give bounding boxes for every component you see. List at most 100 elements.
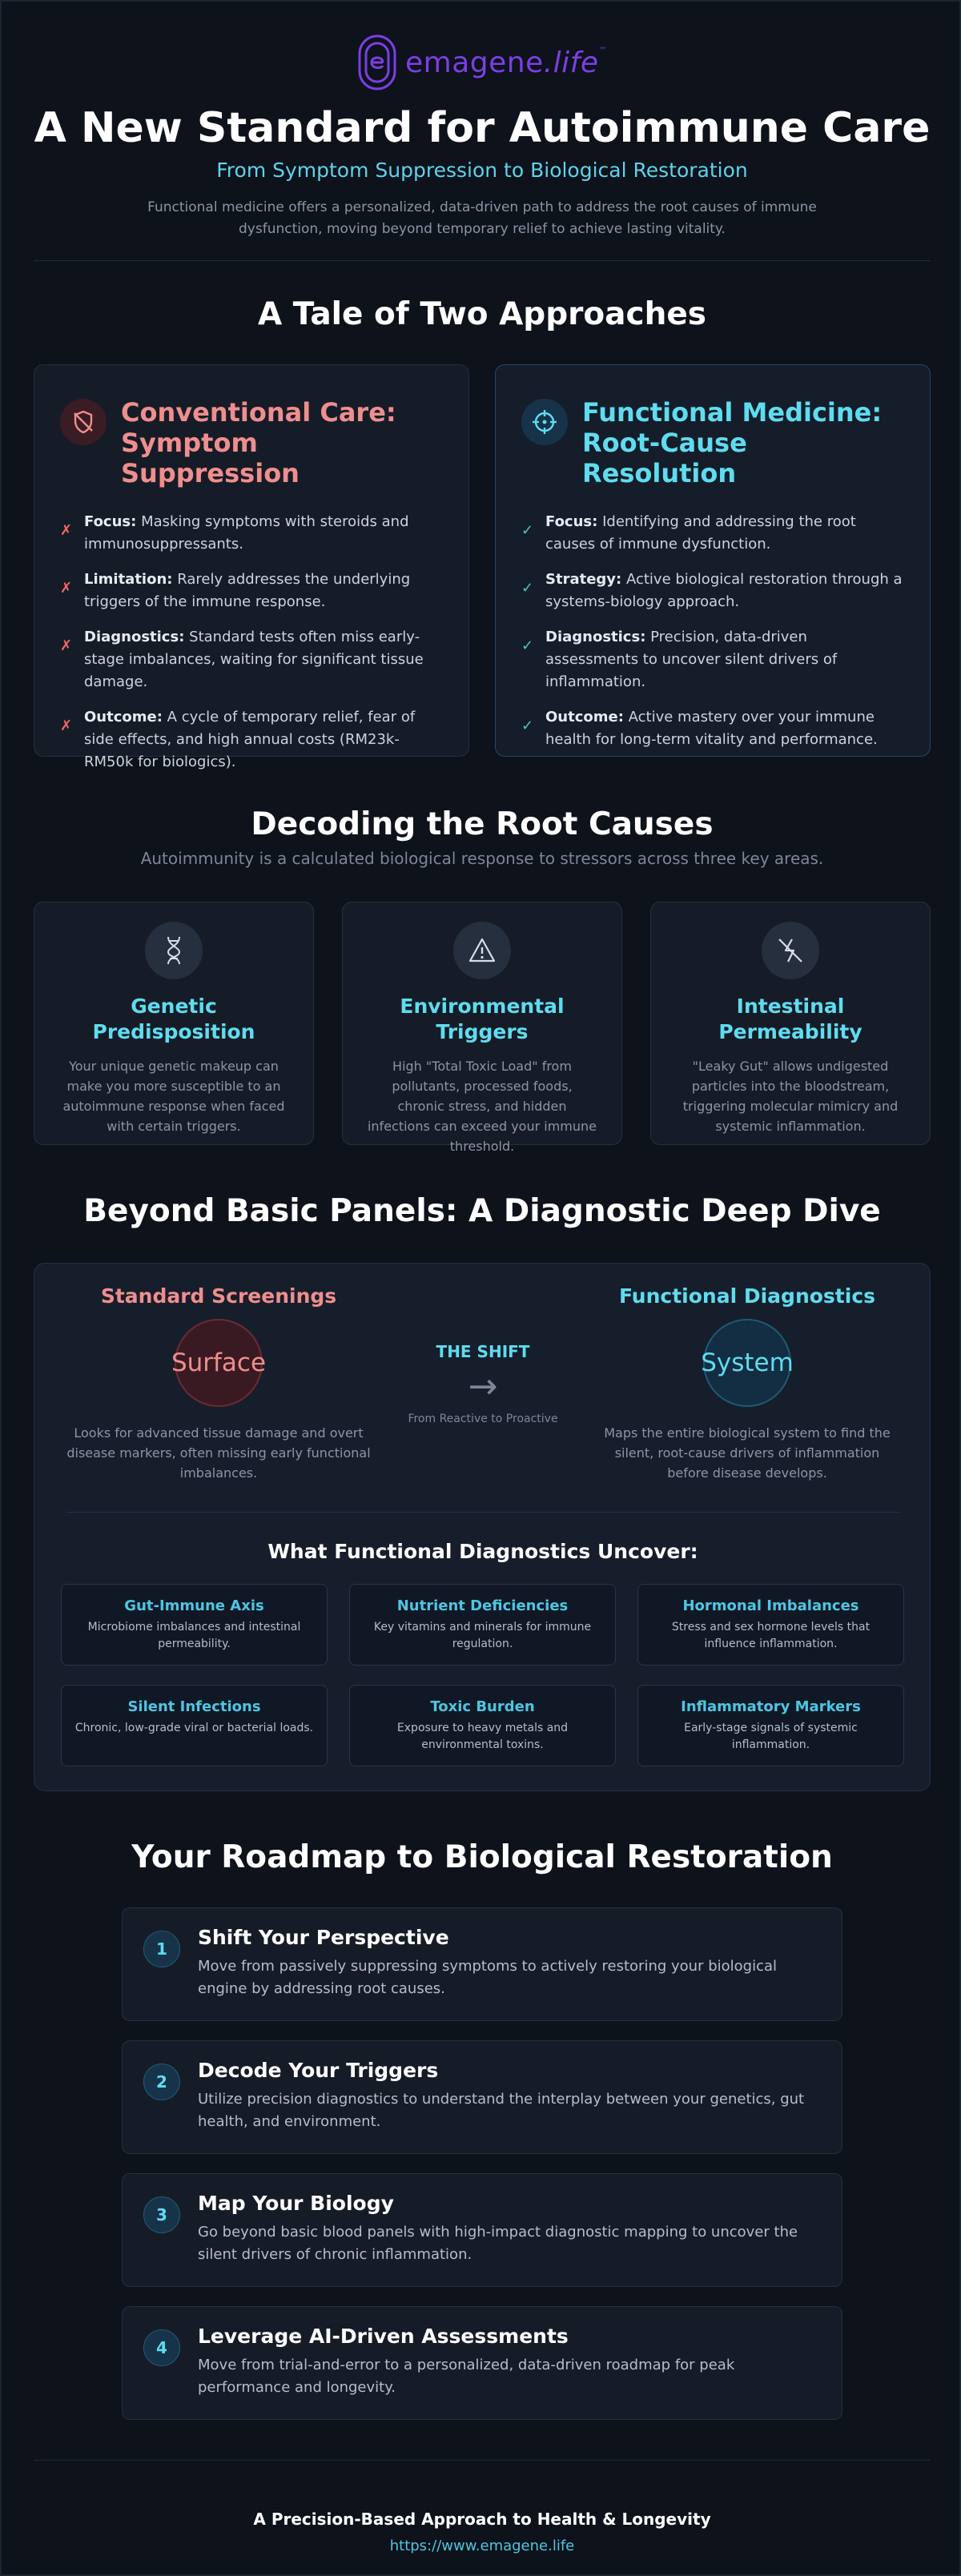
crosshair-icon [521,399,568,445]
list-item: ✓ Strategy: Active biological restoration… [521,569,904,613]
step-number: 3 [143,2196,180,2233]
standard-screenings: Standard Screenings Surface Looks for ad… [58,1284,379,1483]
x-mark-icon: ✗ [60,637,73,654]
cause-title: Genetic Predisposition [92,995,255,1043]
approaches-title: A Tale of Two Approaches [257,296,706,332]
brand-wordmark: emagene.life™ [405,46,607,79]
system-badge: System [701,1319,794,1407]
roadmap-step: 1 Shift Your Perspective Move from passi… [122,1907,842,2021]
finding-title: Inflammatory Markers [681,1698,861,1715]
panel-divider [66,1512,899,1513]
step-number: 4 [143,2329,180,2366]
list-item: ✓Focus: Identifying and addressing the r… [521,511,904,556]
step-number: 1 [143,1931,180,1967]
item-label: Outcome: [545,709,624,725]
finding-card: Nutrient Deficiencies Key vitamins and m… [349,1584,616,1666]
website-link[interactable]: https://www.emagene.life [389,2538,575,2554]
item-label: Strategy: [545,571,622,588]
check-mark-icon: ✓ [521,580,534,597]
cause-card-genetic: Genetic Predisposition Your unique genet… [34,902,314,1145]
cause-desc: "Leaky Gut" allows undigested particles … [682,1059,899,1134]
shift-indicator: THE SHIFT → From Reactive to Proactive [403,1342,563,1425]
functional-medicine-list: ✓ Focus: Identifying and addressing the r… [521,511,904,751]
item-label: Limitation: [84,571,173,588]
brand-name: emagene [404,46,544,79]
finding-desc: Chronic, low-grade viral or bacterial lo… [74,1722,314,1734]
conventional-care-title: Conventional Care: Symptom Suppression [121,397,396,488]
item-text: Standard tests often miss early-stage im… [84,629,424,690]
shift-subtitle: From Reactive to Proactive [408,1413,558,1425]
footer-divider [34,2460,931,2461]
step-desc: Utilize precision diagnostics to underst… [198,2091,805,2130]
cause-title: Intestinal Permeability [718,995,862,1043]
list-item: ✗ Outcome: A cycle of temporary relief, f… [60,706,443,774]
item-label: Outcome: [84,709,163,725]
finding-desc: Stress and sex hormone levels that influ… [671,1621,871,1650]
step-title: Shift Your Perspective [198,1926,449,1949]
broken-barrier-icon [762,922,819,979]
step-title: Map Your Biology [198,2192,394,2215]
list-item: ✗ Diagnostics: Standard tests often miss … [60,626,443,693]
functional-diagnostics-title: Functional Diagnostics [618,1284,876,1308]
roadmap-step: 4 Leverage AI-Driven Assessments Move fr… [122,2306,842,2420]
standard-screenings-desc: Looks for advanced tissue damage and ove… [66,1425,371,1481]
finding-desc: Exposure to heavy metals and environment… [396,1722,569,1751]
item-text: Rarely addresses the underlying triggers… [84,571,411,610]
cause-card-intestinal: Intestinal Permeability "Leaky Gut" allo… [650,902,931,1145]
item-label: Diagnostics: [545,629,646,645]
item-text: Masking symptoms with steroids and immun… [84,513,409,553]
finding-title: Gut-Immune Axis [124,1597,264,1614]
section-divider [34,260,931,261]
dna-icon [145,922,203,979]
brand-logo[interactable]: emagene.life™ [2,34,959,91]
standard-screenings-title: Standard Screenings [100,1284,337,1308]
causes-subtitle: Autoimmunity is a calculated biological … [140,849,824,868]
finding-title: Silent Infections [127,1698,261,1715]
step-desc: Move from passively suppressing symptoms… [198,1958,778,1997]
list-item: ✗ Focus: Masking symptoms with steroids a… [60,511,443,556]
x-mark-icon: ✗ [60,717,73,734]
item-label: Focus: [84,513,137,530]
diagnostics-panel: Standard Screenings Surface Looks for ad… [34,1263,931,1791]
finding-card: Inflammatory Markers Early-stage signals… [637,1685,904,1766]
diagnostics-title: Beyond Basic Panels: A Diagnostic Deep D… [83,1193,881,1229]
emagene-logo-icon [358,34,396,90]
uncover-title: What Functional Diagnostics Uncover: [267,1540,698,1563]
cause-desc: High "Total Toxic Load" from pollutants,… [367,1059,597,1154]
finding-desc: Key vitamins and minerals for immune reg… [373,1621,592,1650]
causes-title: Decoding the Root Causes [251,806,714,842]
warning-icon [453,922,511,979]
roadmap-title: Your Roadmap to Biological Restoration [131,1839,833,1875]
item-text: Active biological restoration through a … [545,571,903,610]
page-title: A New Standard for Autoimmune Care [34,104,931,152]
item-text: Identifying and addressing the root caus… [545,513,856,553]
check-mark-icon: ✓ [521,637,534,654]
item-label: Diagnostics: [84,629,185,645]
brand-ext: .life [543,46,599,79]
functional-medicine-card: Functional Medicine: Root-Cause Resoluti… [495,364,931,757]
x-mark-icon: ✗ [60,522,73,539]
shift-label: THE SHIFT [436,1342,530,1361]
conventional-care-card: Conventional Care: Symptom Suppression ✗… [34,364,469,770]
item-text: A cycle of temporary relief, fear of sid… [84,709,416,770]
item-label: Focus: [545,513,598,530]
step-title: Leverage AI-Driven Assessments [198,2325,569,2348]
finding-desc: Microbiome imbalances and intestinal per… [87,1621,301,1650]
step-title: Decode Your Triggers [198,2059,439,2082]
list-item: ✓ Diagnostics: Precision, data-driven ass… [521,626,904,693]
cause-title: Environmental Triggers [400,995,565,1043]
item-text: Precision, data-driven assessments to un… [545,629,838,690]
intro-text: Functional medicine offers a personalize… [147,199,817,237]
finding-card: Silent Infections Chronic, low-grade vir… [61,1685,328,1766]
list-item: ✓Outcome: Active mastery over your immun… [521,706,904,751]
surface-badge: Surface [171,1319,266,1407]
step-desc: Move from trial-and-error to a personali… [198,2357,735,2396]
footer-tagline: A Precision-Based Approach to Health & L… [253,2510,711,2529]
finding-title: Hormonal Imbalances [682,1597,859,1614]
finding-desc: Early-stage signals of systemic inflamma… [684,1722,858,1751]
cause-desc: Your unique genetic makeup can make you … [62,1059,285,1134]
step-number: 2 [143,2064,180,2100]
x-mark-icon: ✗ [60,580,73,597]
brand-tm: ™ [598,46,608,55]
